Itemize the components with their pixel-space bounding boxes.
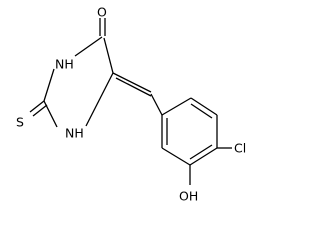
bond-ch-c1p — [150, 93, 163, 116]
bond-c4p-c5p — [189, 147, 218, 166]
molecule-structure: O NH S NH Cl OH — [16, 5, 246, 204]
bond-c4-n3 — [74, 36, 103, 57]
hydroxyl-atom-label: OH — [179, 189, 198, 204]
bond-c4p-c5p-inner — [189, 144, 213, 160]
bond-c2-s-double — [32, 104, 48, 117]
bond-c5p-c6p — [161, 147, 191, 166]
bond-c4-c5 — [103, 37, 114, 74]
bond-c1p-c2p — [161, 97, 192, 116]
chlorine-atom-label: Cl — [234, 141, 246, 156]
nh-atom-label-top: NH — [55, 57, 74, 72]
bond-c2p-c3p — [190, 97, 218, 116]
sulfur-atom-label: S — [16, 115, 24, 130]
bonds — [29, 18, 232, 185]
bond-c5-ch-double — [115, 77, 152, 97]
bond-c2-s — [29, 100, 45, 113]
bond-n3-c2 — [43, 68, 55, 102]
oxygen-atom-label: O — [97, 5, 107, 20]
nh-atom-label-bottom: NH — [65, 126, 84, 141]
atom-labels: O NH S NH Cl OH — [16, 5, 246, 204]
bond-c2-n1 — [43, 100, 58, 128]
bond-n1-c5 — [85, 72, 114, 127]
bond-c2p-c3p-inner — [190, 103, 213, 119]
bond-c5-ch — [112, 72, 152, 93]
